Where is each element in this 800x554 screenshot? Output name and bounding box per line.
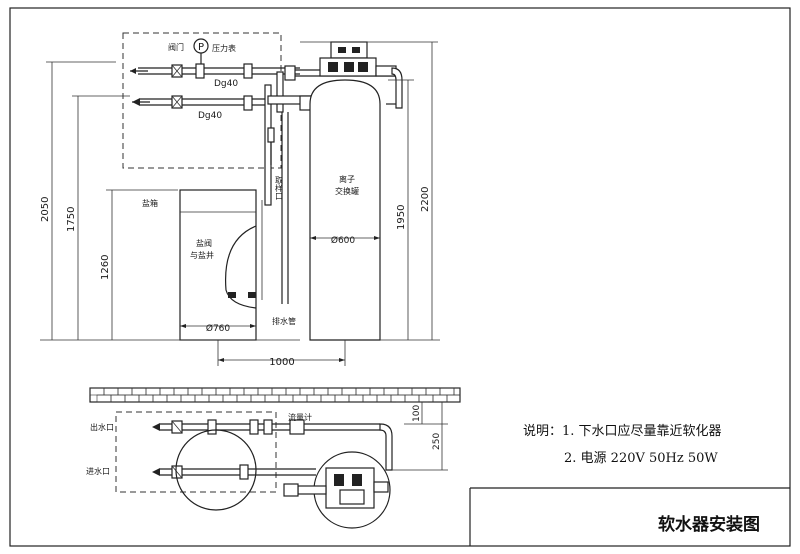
salt-tank <box>179 189 257 341</box>
dim-1000: 1000 <box>269 357 294 368</box>
dim-1260: 1260 <box>100 255 111 280</box>
salt-valve-label-1: 盐阀 <box>196 238 212 248</box>
union-fitting <box>195 63 205 79</box>
ion-exchanger-label-2: 交换罐 <box>335 186 359 196</box>
upper-inlet-pipe <box>130 67 300 75</box>
outlet-label: 出水口 <box>90 422 114 432</box>
inlet-label: 进水口 <box>86 466 110 476</box>
gauge-symbol: P <box>198 42 204 53</box>
notes-item-2: 2. 电源 220V 50Hz 50W <box>564 451 718 466</box>
dim-lines-right <box>300 41 440 341</box>
drain-pipe-label: 排水管 <box>272 316 296 326</box>
drawing-border <box>9 7 791 547</box>
flowmeter-label: 流量计 <box>288 412 312 422</box>
sampling-port <box>267 127 275 165</box>
title-block <box>469 487 790 546</box>
sampling-port-label: 取样口 <box>275 176 284 200</box>
plan-dashed-box <box>115 411 277 493</box>
dim-2050: 2050 <box>40 197 51 222</box>
dim-100: 100 <box>412 405 422 422</box>
notes-item-1: 1. 下水口应尽量靠近软化器 <box>562 424 722 439</box>
pressure-gauge-label: 压力表 <box>212 43 236 53</box>
upper-valve-icon <box>171 64 183 78</box>
dim-lines-left <box>40 61 300 341</box>
pipe-size-bottom: Dg40 <box>198 111 222 121</box>
plan-outlet-pipe <box>152 419 393 471</box>
ion-exchange-tank <box>309 79 396 341</box>
brick-wall <box>89 387 461 403</box>
pipe-size-top: Dg40 <box>214 79 238 89</box>
valve-label: 阀门 <box>168 42 184 52</box>
ion-exchanger-label-1: 离子 <box>339 174 355 184</box>
pressure-gauge-icon: P <box>193 38 209 66</box>
control-head <box>319 41 403 109</box>
lower-union-fitting <box>243 95 253 111</box>
dim-2200: 2200 <box>420 187 431 212</box>
brick <box>446 394 461 403</box>
tank-diameter: Ø600 <box>331 235 356 246</box>
salt-tank-label: 盐箱 <box>142 198 158 208</box>
dim-wall <box>392 401 448 471</box>
salt-tank-plan <box>175 429 257 511</box>
salt-diameter: Ø760 <box>206 323 231 334</box>
lower-valve-icon <box>171 95 183 109</box>
plan-inlet-pipe <box>152 464 316 480</box>
drawing-title: 软水器安装图 <box>658 515 760 535</box>
exchanger-plan <box>283 451 391 529</box>
dim-250: 250 <box>432 433 442 450</box>
dim-spacing <box>217 340 346 366</box>
dim-1950: 1950 <box>396 205 407 230</box>
salt-valve-label-2: 与盐井 <box>190 250 214 260</box>
drain-pipe <box>261 112 289 304</box>
notes-heading: 说明： <box>523 424 563 439</box>
union-fitting-2 <box>243 63 253 79</box>
dim-1750: 1750 <box>66 207 77 232</box>
